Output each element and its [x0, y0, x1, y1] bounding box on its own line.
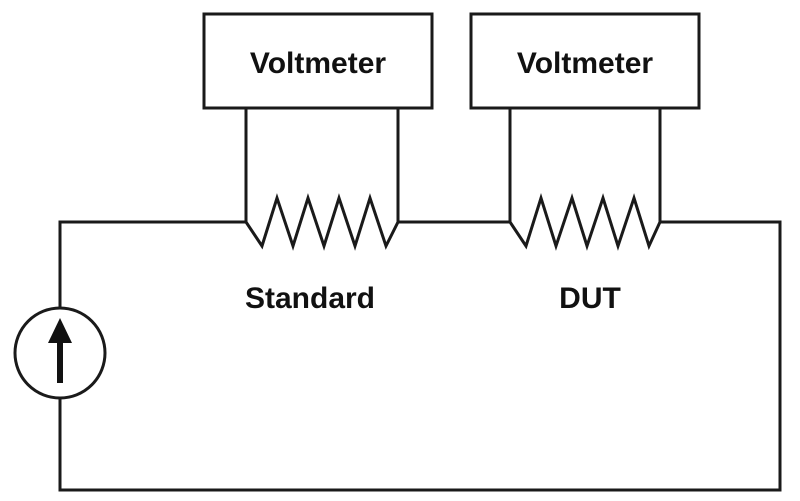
resistor-dut — [507, 192, 662, 251]
wire-return-path — [58, 220, 782, 492]
resistor-standard — [243, 193, 401, 251]
voltmeter-right: Voltmeter — [469, 12, 701, 110]
resistor-standard-label: Standard — [245, 282, 375, 315]
resistor-dut-label: DUT — [559, 282, 621, 315]
voltmeter-left: Voltmeter — [202, 12, 434, 110]
voltmeter-right-label: Voltmeter — [517, 47, 653, 80]
voltmeter-left-box — [202, 12, 434, 110]
voltmeter-left-label: Voltmeter — [250, 47, 386, 80]
current-source — [13, 306, 107, 400]
voltmeter-right-box — [469, 12, 701, 110]
arrow-up-icon — [48, 318, 72, 343]
wire-top-left — [58, 220, 248, 310]
